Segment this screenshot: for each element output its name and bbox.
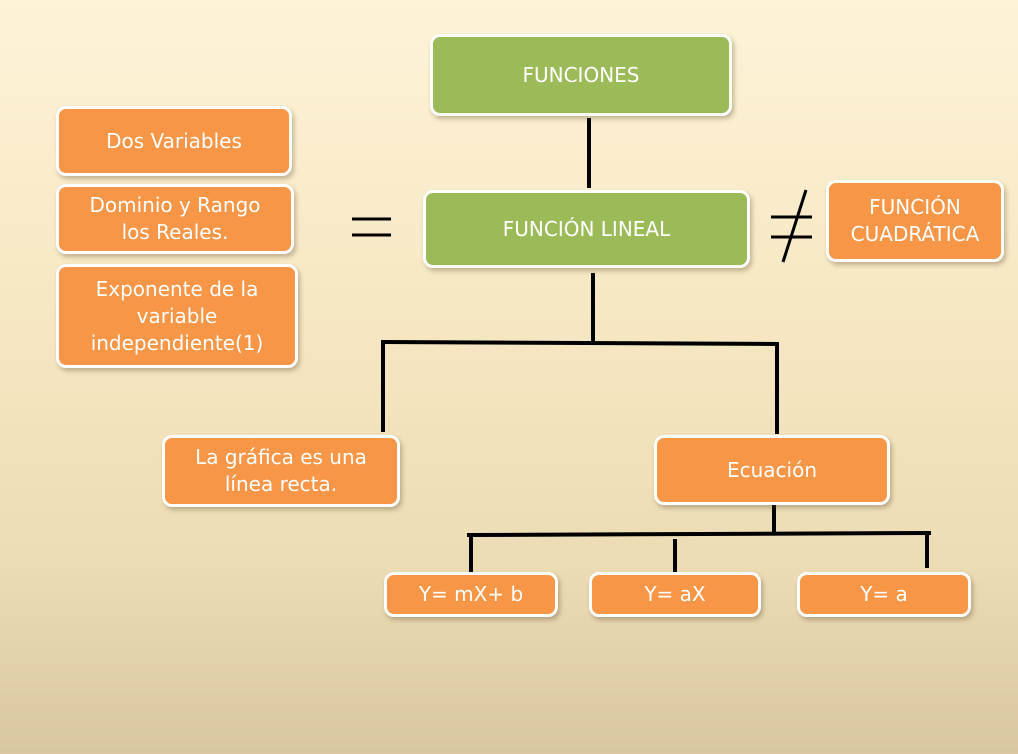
node-dominio-rango-label: Dominio y Rango los Reales. xyxy=(89,193,261,244)
node-funciones: FUNCIONES xyxy=(430,34,732,116)
node-funcion-lineal-label: FUNCIÓN LINEAL xyxy=(502,216,671,241)
node-eq-general-label: Y= mX+ b xyxy=(418,582,524,606)
node-eq-constante-label: Y= a xyxy=(860,582,908,606)
node-funcion-cuadratica-label: FUNCIÓN CUADRÁTICA xyxy=(850,195,980,246)
node-ecuacion: Ecuación xyxy=(654,435,890,505)
node-grafica: La gráfica es una línea recta. xyxy=(162,435,400,507)
node-exponente: Exponente de la variable independiente(1… xyxy=(56,264,298,368)
node-exponente-label: Exponente de la variable independiente(1… xyxy=(90,276,264,355)
node-eq-constante: Y= a xyxy=(797,572,971,617)
node-funcion-cuadratica: FUNCIÓN CUADRÁTICA xyxy=(826,180,1004,262)
node-eq-proporcional: Y= aX xyxy=(589,572,761,617)
equals-sign xyxy=(352,217,391,237)
node-dominio-rango: Dominio y Rango los Reales. xyxy=(56,184,294,254)
node-ecuacion-label: Ecuación xyxy=(726,457,818,482)
node-funciones-label: FUNCIONES xyxy=(522,62,640,87)
node-eq-general: Y= mX+ b xyxy=(384,572,558,617)
node-eq-proporcional-label: Y= aX xyxy=(644,582,706,606)
not-equal-sign xyxy=(771,189,812,263)
node-dos-variables-label: Dos Variables xyxy=(106,128,242,153)
node-grafica-label: La gráfica es una línea recta. xyxy=(195,445,367,496)
connector-equations-horizontal xyxy=(466,530,932,538)
node-funcion-lineal: FUNCIÓN LINEAL xyxy=(423,190,750,268)
node-dos-variables: Dos Variables xyxy=(56,106,292,176)
connector-branch-horizontal xyxy=(380,339,780,347)
